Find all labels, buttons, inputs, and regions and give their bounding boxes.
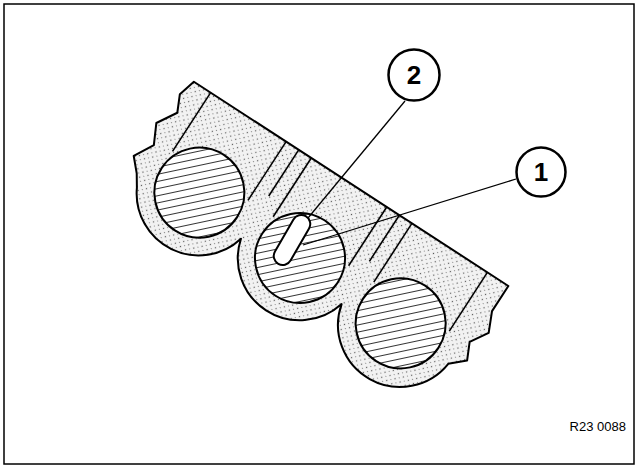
leader-line bbox=[308, 101, 405, 218]
callout-circle: 1 bbox=[515, 146, 567, 198]
block-outline bbox=[102, 76, 516, 419]
figure-code: R23 0088 bbox=[568, 419, 628, 434]
frame bbox=[4, 4, 634, 464]
callout-circle: 2 bbox=[387, 48, 441, 102]
leader-line bbox=[303, 179, 516, 245]
slot bbox=[270, 212, 313, 269]
bore-section bbox=[238, 196, 362, 320]
bore-section bbox=[137, 130, 261, 254]
bore-section bbox=[338, 261, 462, 385]
callout-number: 2 bbox=[407, 62, 421, 88]
head-section bbox=[102, 76, 516, 419]
callout-number: 1 bbox=[534, 159, 548, 185]
